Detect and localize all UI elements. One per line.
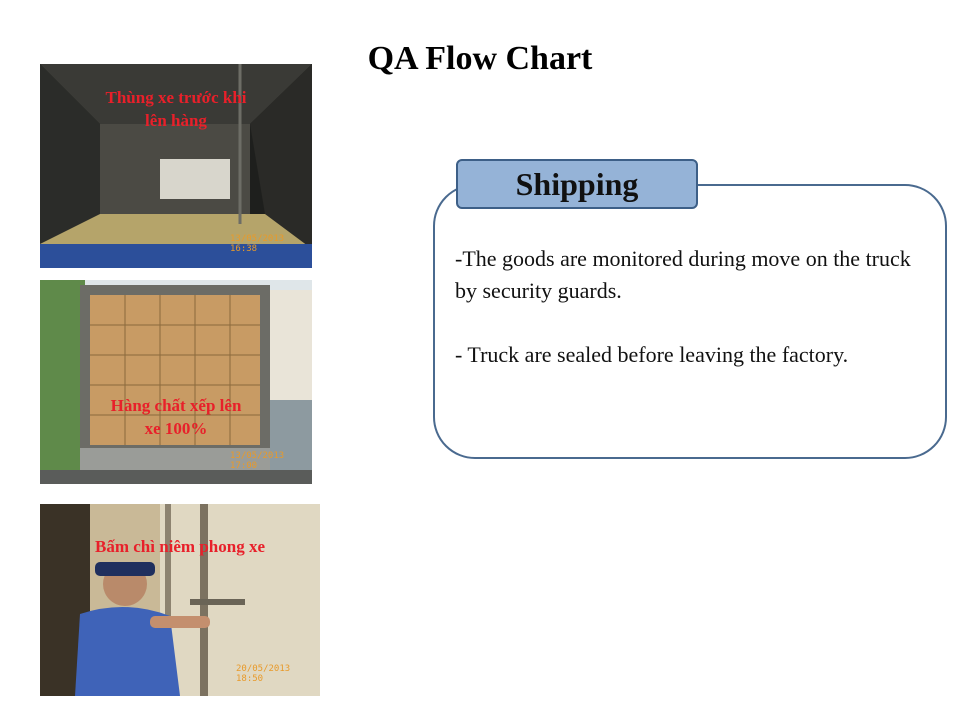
photo-timestamp: 20/05/2013 18:50 [236, 664, 291, 684]
shipping-point-monitoring: -The goods are monitored during move on … [455, 246, 911, 303]
photo-timestamp: 13/05/2013 17:00 [230, 451, 285, 471]
shipping-point-sealing: - Truck are sealed before leaving the fa… [455, 342, 849, 367]
shipping-panel [433, 184, 947, 459]
shipping-heading: Shipping [456, 159, 698, 209]
photo-loaded-truck: Hàng chất xếp lên xe 100% 13/05/2013 17:… [40, 280, 312, 484]
photo-empty-truck: Thùng xe trước khi lên hàng 13/05/2013 1… [40, 64, 312, 268]
photo-timestamp: 13/05/2013 16:38 [230, 234, 285, 254]
slide-title: QA Flow Chart [367, 40, 593, 77]
sealing-truck-image [40, 504, 320, 696]
photo-sealing-truck: Bấm chì niêm phong xe 20/05/2013 18:50 [40, 504, 320, 696]
shipping-description: -The goods are monitored during move on … [455, 243, 925, 403]
truck-interior-image [40, 64, 312, 268]
photo-caption: Bấm chì niêm phong xe [94, 537, 266, 556]
photo-caption: Hàng chất xếp lên xe 100% [110, 396, 242, 438]
loaded-truck-image [40, 280, 312, 484]
photo-caption: Thùng xe trước khi lên hàng [105, 88, 247, 130]
